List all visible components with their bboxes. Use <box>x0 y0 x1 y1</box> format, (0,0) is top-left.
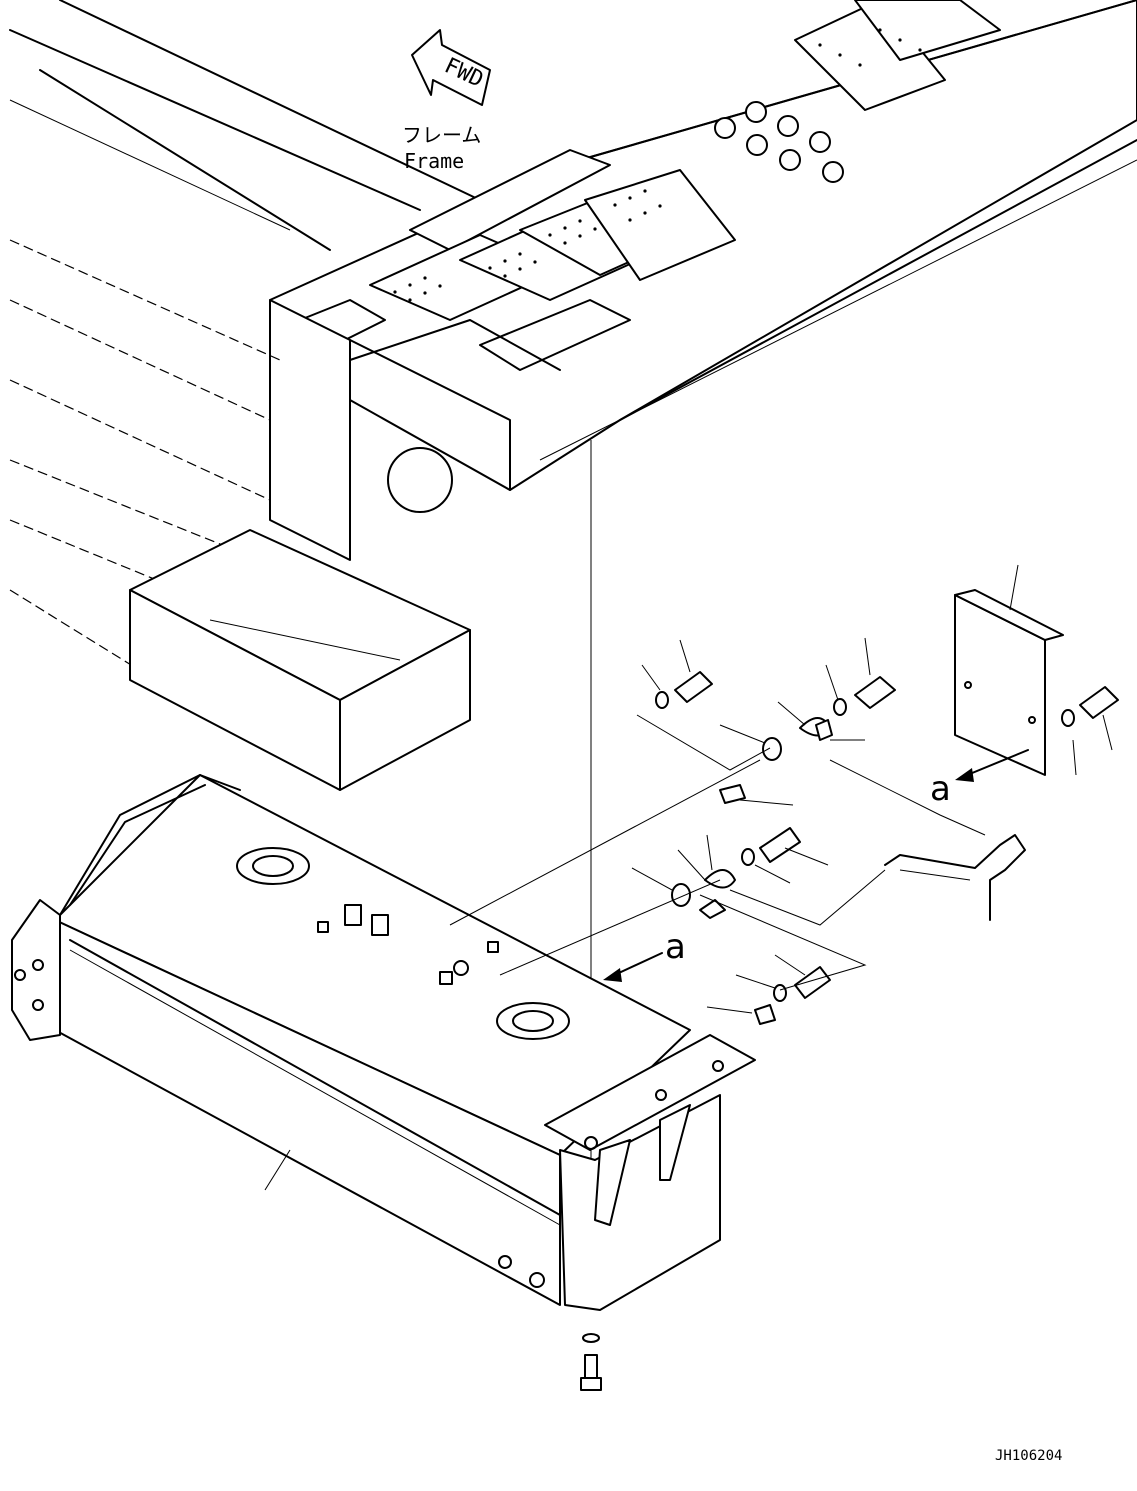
view-arrow-icon <box>603 749 1029 982</box>
fuel-tank <box>11 774 756 1311</box>
drawing-id: JH106204 <box>995 1448 1062 1464</box>
cover-bracket <box>954 564 1064 776</box>
fwd-arrow-icon: FWD <box>411 29 491 106</box>
fastener-set <box>449 637 1119 1025</box>
frame-label-jp: フレーム <box>402 123 481 147</box>
view-marker-a-right: a <box>930 769 951 809</box>
frame-label-en: Frame <box>404 149 464 173</box>
view-marker-a-center: a <box>665 927 686 967</box>
bottom-bolt <box>580 1333 602 1391</box>
frame-bolt-group <box>714 101 844 183</box>
frame-assembly <box>9 0 1137 1160</box>
plate-holes <box>393 28 922 302</box>
